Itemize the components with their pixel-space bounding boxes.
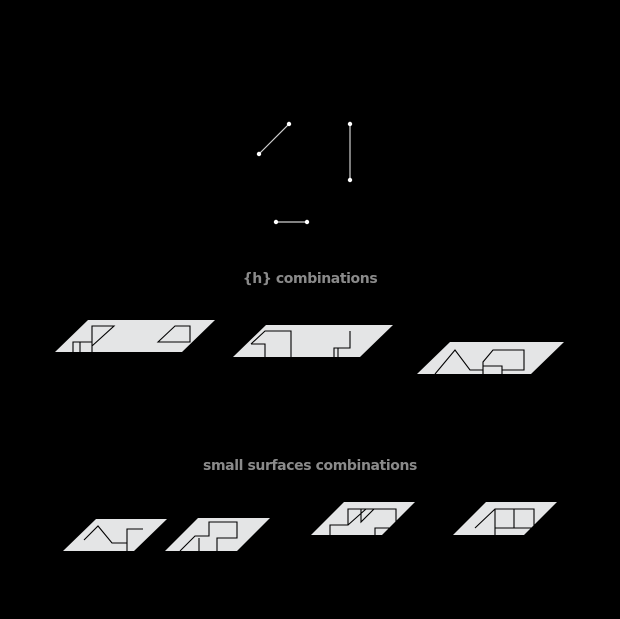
primitive-segments	[256, 121, 353, 225]
small-surface-3	[311, 502, 415, 535]
h-combinations-group	[55, 320, 564, 375]
diagonal-segment	[256, 121, 292, 157]
vertical-segment	[347, 121, 353, 183]
horizontal-segment	[273, 219, 310, 225]
small-surface-2	[165, 518, 270, 552]
h-surface-2	[233, 325, 393, 357]
small-surfaces-title: small surfaces combinations	[203, 458, 417, 474]
small-surface-1	[63, 519, 167, 551]
h-combinations-title: {h} combinations	[242, 271, 378, 287]
h-surface-1	[55, 320, 215, 352]
small-surfaces-group	[63, 502, 557, 552]
h-surface-3	[417, 342, 564, 375]
small-surface-4	[453, 502, 557, 535]
